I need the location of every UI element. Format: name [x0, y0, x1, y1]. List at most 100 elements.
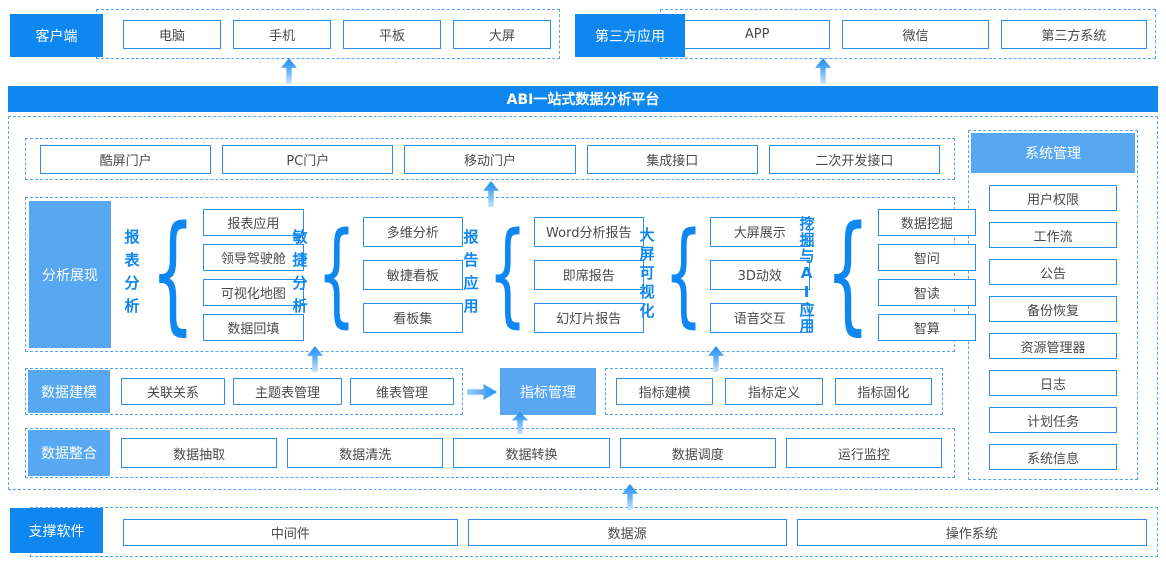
third-party-panel: APP 微信 第三方系统 [660, 9, 1156, 59]
platform-banner: ABI一站式数据分析平台 [8, 86, 1158, 112]
system-item-box: 工作流 [989, 222, 1117, 248]
analysis-item-label: 智读 [913, 286, 940, 302]
portal-box: 酷屏门户 [40, 144, 212, 174]
analysis-item-box: 敏捷看板 [362, 259, 463, 290]
analysis-item-label: 即席报告 [562, 269, 615, 284]
analysis-group-name: 报告应用 [461, 228, 480, 321]
analysis-item-label: Word分析报告 [546, 226, 632, 241]
analysis-item-box: 智读 [877, 278, 976, 306]
client-device-label: 大屏 [488, 28, 515, 44]
brace-icon: { [149, 199, 195, 349]
analysis-item-label: 3D动效 [737, 269, 782, 284]
third-party-box: 第三方系统 [1000, 19, 1147, 49]
third-party-label: APP [744, 26, 770, 42]
analysis-item-label: 语音交互 [733, 312, 786, 327]
client-device-label: 手机 [268, 28, 295, 44]
support-section-label: 支撑软件 [10, 508, 103, 553]
client-device-box: 平板 [343, 19, 441, 49]
analysis-item-box: 语音交互 [709, 302, 810, 333]
modeling-box: 关联关系 [121, 378, 225, 405]
integration-box: 数据清洗 [287, 438, 444, 468]
analysis-item-label: 可视化地图 [220, 286, 286, 302]
support-label: 数据源 [607, 526, 647, 542]
client-device-box: 电脑 [123, 19, 221, 49]
analysis-item-box: 数据回填 [202, 313, 304, 341]
support-label: 操作系统 [945, 526, 998, 542]
system-item-box: 系统信息 [989, 444, 1117, 470]
support-box: 中间件 [123, 518, 458, 546]
system-item-label: 日志 [1039, 377, 1066, 393]
analysis-item-box: 3D动效 [709, 259, 810, 290]
metric-box: 指标定义 [725, 378, 823, 405]
analysis-item-box: 领导驾驶舱 [202, 243, 304, 271]
portal-label: PC门户 [286, 153, 330, 169]
analysis-item-box: 多维分析 [362, 216, 463, 247]
system-item-label: 用户权限 [1026, 192, 1079, 208]
analysis-group-name: 挖掘与AI应用 [797, 215, 816, 334]
analysis-item-box: 智问 [877, 243, 976, 271]
analysis-item-label: 大屏展示 [733, 226, 786, 241]
system-item-label: 系统信息 [1026, 451, 1079, 467]
third-party-label: 微信 [902, 28, 929, 44]
brace-icon: { [316, 208, 356, 339]
platform-container [8, 116, 1158, 490]
analysis-item-label: 智问 [913, 251, 940, 267]
support-row: 中间件 数据源 操作系统 [30, 507, 1158, 557]
analysis-item-box: 幻灯片报告 [533, 302, 644, 333]
system-item-box: 公告 [989, 259, 1117, 285]
system-item-label: 工作流 [1033, 229, 1073, 245]
integration-row: 数据抽取 数据清洗 数据转换 数据调度 运行监控 [25, 428, 955, 478]
analysis-item-box: Word分析报告 [533, 216, 644, 247]
analysis-item-box: 看板集 [362, 302, 463, 333]
metric-label: 指标固化 [857, 386, 910, 401]
support-box: 操作系统 [796, 518, 1148, 546]
modeling-label: 维表管理 [376, 386, 429, 401]
brace-icon: { [487, 208, 527, 339]
analysis-item-label: 数据挖掘 [900, 216, 953, 232]
analysis-item-box: 报表应用 [202, 208, 304, 236]
modeling-label: 主题表管理 [254, 386, 320, 401]
modeling-box: 维表管理 [350, 378, 454, 405]
analysis-item-label: 数据回填 [227, 321, 280, 337]
modeling-box: 主题表管理 [232, 378, 343, 405]
system-item-label: 备份恢复 [1026, 303, 1079, 319]
system-panel-header: 系统管理 [971, 133, 1135, 173]
analysis-group-name: 大屏可视化 [637, 227, 656, 322]
analysis-item-label: 敏捷看板 [386, 269, 439, 284]
support-label: 中间件 [270, 526, 310, 542]
analysis-group: 大屏可视化 { 大屏展示 3D动效 语音交互 [638, 198, 810, 351]
third-party-box: APP [684, 19, 831, 49]
modeling-section-label: 数据建模 [28, 370, 110, 413]
analysis-item-label: 报表应用 [227, 216, 280, 232]
system-item-box: 备份恢复 [989, 296, 1117, 322]
system-item-label: 资源管理器 [1020, 340, 1086, 356]
portal-row: 酷屏门户 PC门户 移动门户 集成接口 二次开发接口 [25, 138, 955, 180]
analysis-item-label: 领导驾驶舱 [220, 251, 286, 267]
brace-icon: { [824, 199, 870, 349]
flow-arrow-up-icon [815, 58, 831, 84]
system-item-box: 资源管理器 [989, 333, 1117, 359]
portal-box: 移动门户 [404, 144, 576, 174]
flow-arrow-up-icon [281, 58, 297, 84]
integration-label: 数据清洗 [339, 447, 392, 463]
system-item-label: 计划任务 [1026, 414, 1079, 430]
analysis-group: 挖掘与AI应用 { 数据挖掘 智问 智读 智算 [798, 198, 976, 351]
analysis-item-label: 多维分析 [386, 226, 439, 241]
analysis-group: 报告应用 { Word分析报告 即席报告 幻灯片报告 [462, 198, 644, 351]
analysis-group-name: 敏捷分析 [290, 228, 309, 321]
third-party-label: 第三方系统 [1041, 28, 1107, 44]
analysis-item-label: 看板集 [393, 312, 433, 327]
integration-label: 数据调度 [671, 447, 724, 463]
analysis-section-label: 分析展现 [29, 201, 111, 348]
system-item-box: 计划任务 [989, 407, 1117, 433]
integration-box: 数据转换 [453, 438, 610, 468]
third-party-section-label: 第三方应用 [575, 14, 685, 57]
integration-section-label: 数据整合 [28, 430, 110, 476]
metric-label: 指标定义 [747, 386, 800, 401]
client-device-label: 电脑 [158, 28, 185, 44]
modeling-label: 关联关系 [146, 386, 199, 401]
portal-label: 移动门户 [464, 153, 517, 169]
analysis-item-box: 即席报告 [533, 259, 644, 290]
client-device-label: 平板 [378, 28, 405, 44]
